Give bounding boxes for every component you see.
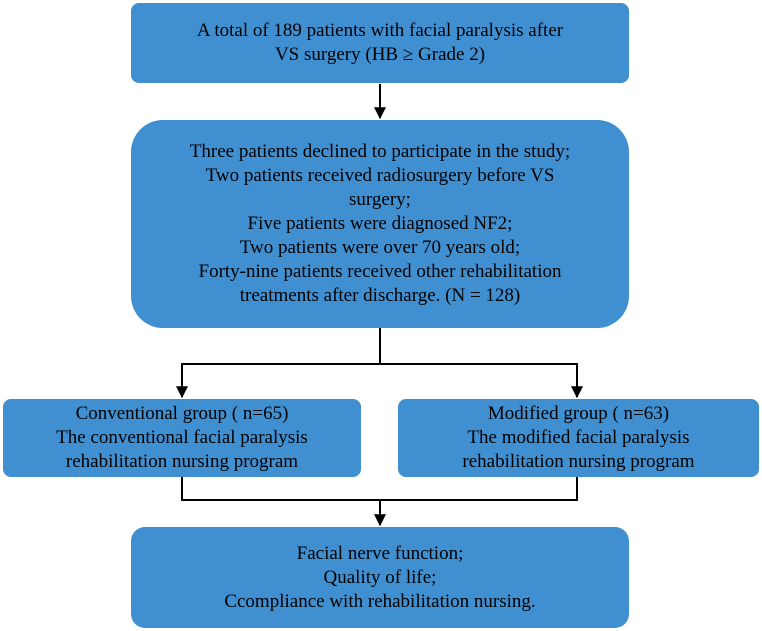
exclusion-line-3: surgery; [349, 189, 411, 210]
exclusion-line-5: Two patients were over 70 years old; [239, 237, 521, 258]
outcomes-box: Facial nerve function; Quality of life; … [131, 527, 629, 628]
modified-group-line-2: The modified facial paralysis [467, 427, 690, 448]
modified-group-line-3: rehabilitation nursing program [462, 451, 695, 472]
conventional-group-line-2: The conventional facial paralysis [56, 427, 308, 448]
enrollment-line-2: VS surgery (HB ≥ Grade 2) [274, 44, 486, 65]
outcomes-line-1: Facial nerve function; [296, 542, 464, 564]
exclusion-line-7: treatments after discharge. (N = 128) [239, 285, 521, 306]
modified-group-line-1: Modified group ( n=63) [487, 403, 670, 424]
conventional-group-box: Conventional group ( n=65) The conventio… [3, 399, 361, 477]
modified-group-box: Modified group ( n=63) The modified faci… [398, 399, 759, 477]
exclusion-box: Three patients declined to participate i… [131, 120, 629, 328]
exclusion-line-1: Three patients declined to participate i… [189, 141, 571, 162]
exclusion-line-2: Two patients received radiosurgery befor… [205, 165, 555, 186]
exclusion-line-6: Forty-nine patients received other rehab… [198, 261, 562, 282]
conventional-group-line-1: Conventional group ( n=65) [75, 403, 289, 424]
enrollment-line-1: A total of 189 patients with facial para… [196, 20, 564, 41]
exclusion-line-4: Five patients were diagnosed NF2; [247, 213, 513, 234]
outcomes-line-2: Quality of life; [323, 566, 437, 588]
outcomes-line-3: Ccompliance with rehabilitation nursing. [224, 590, 536, 612]
conventional-group-line-3: rehabilitation nursing program [65, 451, 299, 472]
enrollment-box: A total of 189 patients with facial para… [131, 3, 629, 83]
